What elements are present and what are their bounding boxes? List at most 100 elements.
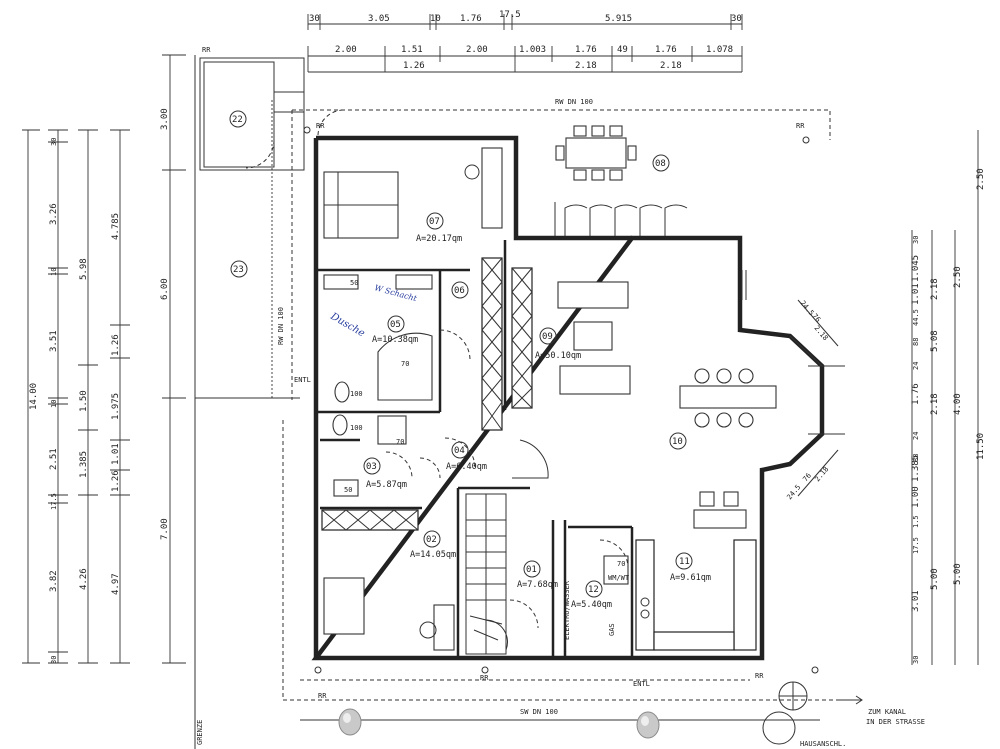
- dim-bay-4: 76: [801, 472, 813, 484]
- dim-right-c1-4: 88: [912, 338, 920, 346]
- dim-right-c1-9: 1.385: [911, 455, 921, 482]
- wardrobe: [481, 147, 503, 229]
- coffee-table: [573, 321, 613, 351]
- dim-left-c3-2: 10: [50, 268, 58, 276]
- pushpin-icon: [636, 711, 660, 739]
- dim-top-2-7: 1.078: [706, 45, 733, 55]
- dim-left-c3-5: 2.51: [49, 448, 59, 470]
- room-23-number: 23: [233, 265, 244, 275]
- terrace-area: [199, 57, 305, 171]
- dim-top-2-5: 49: [617, 45, 628, 55]
- label-rr-2: RR: [316, 122, 325, 130]
- dim-left-c3-6: 17.5: [50, 493, 58, 510]
- dim-top-1-2: 10: [430, 14, 441, 24]
- label-rw-left: RW DN 100: [277, 307, 285, 345]
- label-rw-top: RW DN 100: [555, 98, 593, 106]
- dim-right-c1-8: 88: [912, 454, 920, 462]
- dim-left-c2-1: 6.00: [160, 278, 170, 300]
- dim-left-c4-1: 1.50: [79, 390, 89, 412]
- dim-right-c3-0: 2.50: [953, 266, 963, 288]
- dim-right-c1-10: 1.00: [911, 486, 921, 508]
- dim-left-c2-2: 7.00: [160, 518, 170, 540]
- dim-top-1-0: 30: [309, 14, 320, 24]
- dim-left-c5-5: 4.97: [111, 573, 121, 595]
- dim-top-1-1: 3.05: [368, 14, 390, 24]
- dim-left-c5-3: 1.01: [111, 443, 121, 465]
- site-symbols: [303, 126, 863, 745]
- label-bottom-cut: HAUSANSCHL.: [800, 740, 846, 748]
- room-03-number: 03: [366, 462, 377, 472]
- dimension-chain-left: 14.00 3.00 6.00 7.00 30 3.26 10 3.51 10 …: [22, 54, 186, 664]
- room-01-area: A=7.68qm: [517, 580, 558, 590]
- dim-right-c1-5: 24: [912, 362, 920, 370]
- room-09-number: 09: [542, 332, 553, 342]
- room-11-number: 11: [679, 557, 690, 567]
- label-grenze: GRENZE: [196, 720, 204, 745]
- dim-right-c1-14: 30: [912, 656, 920, 664]
- dim-right-c2-1: 5.08: [930, 330, 940, 352]
- dim-left-c5-4: 1.26: [111, 470, 121, 492]
- room-09-area: A=50.10qm: [535, 351, 581, 361]
- doors: [317, 109, 629, 629]
- dim-top-3-0: 1.26: [403, 61, 425, 71]
- dim-left-c2-0: 3.00: [160, 108, 170, 130]
- dim-top-1-3: 1.76: [460, 14, 482, 24]
- dining-table: [679, 385, 777, 409]
- dim-right-c1-13: 3.01: [911, 590, 921, 612]
- storage-units: [321, 257, 533, 531]
- fixture-label-70-b: 70: [396, 438, 404, 446]
- room-07-area: A=20.17qm: [416, 234, 462, 244]
- room-labels: 07 A=20.17qm 06 05 A=10.38qm 09 A=50.10q…: [229, 110, 711, 610]
- dim-bay-3: 24.5: [785, 483, 802, 501]
- dim-right-c1-12: 17.5: [912, 537, 920, 554]
- dim-left-c4-0: 5.98: [79, 258, 89, 280]
- dim-left-c3-8: 30: [50, 656, 58, 664]
- room-05-area: A=10.38qm: [372, 335, 418, 345]
- bay-window: [789, 299, 845, 497]
- room-02-number: 02: [426, 535, 437, 545]
- dim-top-2-0: 2.00: [335, 45, 357, 55]
- dim-top-2-6: 1.76: [655, 45, 677, 55]
- room-10-number: 10: [672, 437, 683, 447]
- label-rr-4: RR: [318, 692, 327, 700]
- room-08-number: 08: [655, 159, 666, 169]
- label-sw-bottom: SW DN 100: [520, 708, 558, 716]
- furniture: [321, 125, 777, 651]
- dim-left-c5-2: 1.975: [111, 393, 121, 420]
- sofa: [557, 281, 629, 309]
- fixture-label-100-b: 100: [350, 424, 363, 432]
- staircase: [465, 493, 509, 655]
- label-in-der-strasse: IN DER STRASSE: [866, 718, 925, 726]
- dim-top-2-2: 2.00: [466, 45, 488, 55]
- label-entl-2: ENTL: [633, 680, 650, 688]
- note-dusche: Dusche: [328, 311, 367, 340]
- manhole-icon: [762, 711, 796, 745]
- label-rr-1: RR: [202, 46, 211, 54]
- dim-left-c5-1: 1.26: [111, 334, 121, 356]
- dim-bay-1: 76: [810, 312, 822, 324]
- annotation-labels: RW DN 100 RW DN 100 SW DN 100 RR RR RR R…: [196, 46, 925, 748]
- dim-top-1-5: 5.915: [605, 14, 632, 24]
- label-gas: GAS: [608, 623, 616, 636]
- dim-left-c4-2: 1.385: [79, 451, 89, 478]
- fixture-labels: 50 70 100 70 100 50 70 WM/WT: [344, 279, 630, 582]
- handwritten-notes: Dusche W Schacht: [328, 283, 419, 339]
- room-05-number: 05: [390, 320, 401, 330]
- dim-right-c2-0: 2.18: [930, 278, 940, 300]
- room-02-area: A=14.05qm: [410, 550, 456, 560]
- dim-left-c5-0: 4.785: [111, 213, 121, 240]
- dim-left-c3-7: 3.82: [49, 570, 59, 592]
- dim-right-c4-0: 2.50: [976, 168, 986, 190]
- room-07-number: 07: [429, 217, 440, 227]
- room-01-number: 01: [526, 565, 537, 575]
- dim-top-2-3: 1.003: [519, 45, 546, 55]
- dim-bay-2: 2.18: [812, 324, 829, 342]
- pushpin-icon: [338, 708, 362, 736]
- downspout-icon: [811, 666, 819, 674]
- dim-left-c3-1: 3.26: [49, 203, 59, 225]
- label-entl-1: ENTL: [294, 376, 311, 384]
- room-22-number: 22: [232, 115, 243, 125]
- room-12-number: 12: [588, 585, 599, 595]
- room-04-area: A=6.40qm: [446, 462, 487, 472]
